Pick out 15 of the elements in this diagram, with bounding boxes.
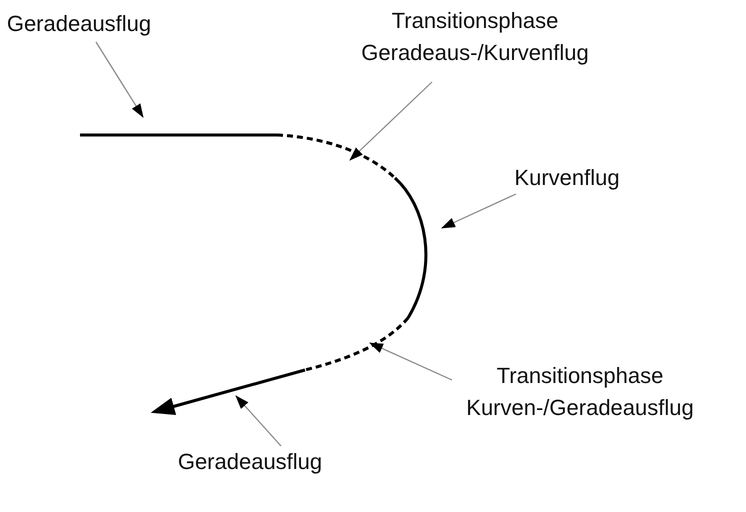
leader-arrow [235, 395, 282, 446]
phase-label: Transitionsphase Kurven-/Geradeausflug [430, 360, 730, 424]
leader-arrow [96, 42, 144, 118]
phase-label: Kurvenflug [492, 162, 642, 194]
phase-label: Transitionsphase Geradeaus-/Kurvenflug [330, 5, 620, 69]
path-segment [394, 176, 428, 319]
dashed-path-segment [304, 316, 410, 372]
leader-arrow [349, 82, 432, 161]
dashed-path-segment [276, 134, 396, 180]
leader-arrow [369, 342, 452, 381]
flight-path-arrow [150, 368, 306, 416]
path-segment [80, 134, 277, 136]
leader-arrow [441, 193, 516, 229]
phase-label: Geradeausflug [4, 8, 154, 40]
phase-label: Geradeausflug [170, 446, 330, 478]
